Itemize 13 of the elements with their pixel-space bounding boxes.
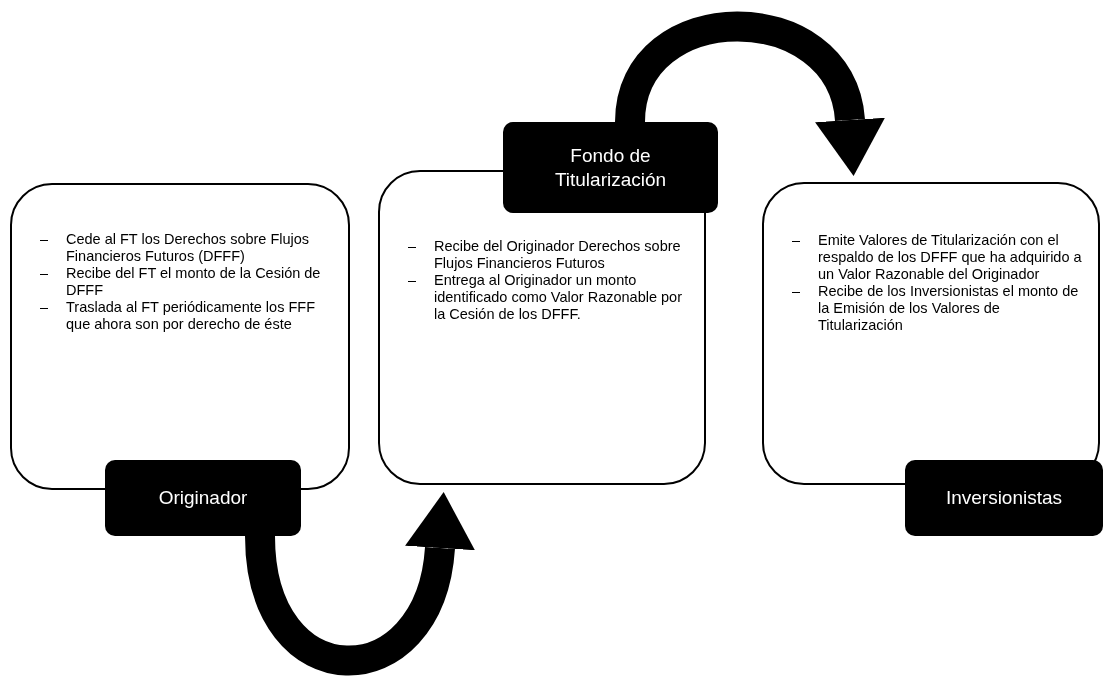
bullet-text: Cede al FT los Derechos sobre Flujos Financieros Futuros (DFFF) bbox=[66, 231, 310, 264]
role-label: Fondo de Titularización bbox=[503, 122, 718, 213]
role-label: Inversionistas bbox=[905, 460, 1103, 536]
role-label: Originador bbox=[105, 460, 301, 536]
info-card bbox=[762, 182, 1100, 485]
info-card bbox=[10, 183, 350, 490]
bullet-text: Entrega al Originador un monto identificado como Valor Razonable por la Cesión de los DFFF. bbox=[434, 271, 682, 322]
bullet-text: Recibe de los Inversionistas el monto de la Emisión de los Valores de Titularización bbox=[818, 282, 1079, 333]
bullet-text: Recibe del FT el monto de la Cesión de DFFF bbox=[66, 264, 321, 298]
bullet-text: Traslada al FT periódicamente los FFF que ahora son por derecho de éste bbox=[66, 298, 315, 332]
bullet-text: Emite Valores de Titularización con el respaldo de los DFFF que ha adquirido a un Valor Razonable del Originador bbox=[818, 232, 1082, 282]
info-card bbox=[378, 170, 706, 485]
bullet-text: Recibe del Originador Derechos sobre Flujos Financieros Futuros bbox=[434, 238, 681, 271]
